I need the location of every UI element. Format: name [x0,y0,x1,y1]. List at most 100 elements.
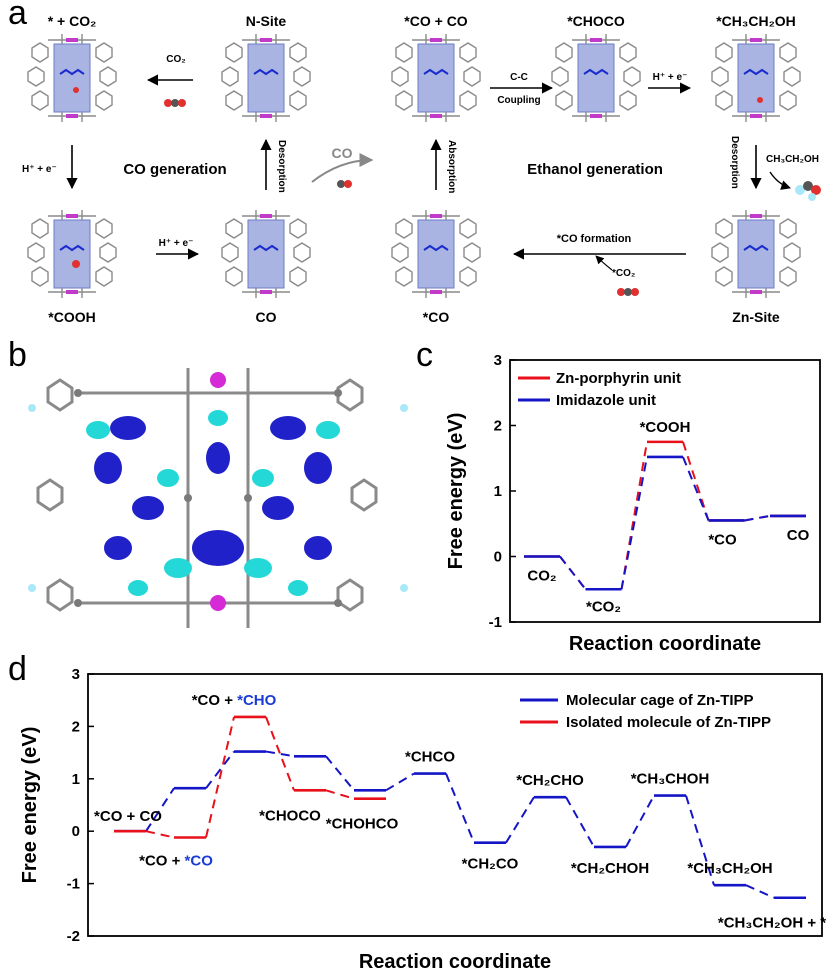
state-label: *CH₂CHO [516,772,584,789]
panel-letter-d: d [8,650,27,688]
series-d-0-connector [625,795,655,848]
state-label-n-site: N-Site [246,13,287,29]
y-tick-label: 1 [72,771,80,788]
state-label-co-co: *CO + CO [404,13,468,29]
panel-letter-b: b [8,336,27,374]
state-label-prefix: *CO + [139,852,184,869]
series-d-1-connector [325,789,355,800]
series-d-1-connector [205,716,235,838]
y-axis-label: Free energy (eV) [19,727,41,884]
series-d-0-connector [205,750,235,789]
series-d-0-connector [505,796,535,844]
state-label-cooh: *COOH [48,309,95,325]
panel-a-scheme: * + CO₂ N-Site *CO + CO *CHOCO *CH₃CH₂OH… [22,13,821,325]
co-molecule-icon [337,180,352,188]
series-d-0-connector [385,772,415,792]
co2-molecule-icon [617,288,639,296]
series-d-1-connector [145,830,175,839]
state-label-ethanol: *CH₃CH₂OH [716,13,796,29]
y-tick-label: -1 [67,876,80,893]
state-label: CO₂ [527,568,556,585]
series-c-1-connector [682,456,710,521]
state-label-choco: *CHOCO [567,13,625,29]
co-formation-label: *CO formation [557,233,632,245]
arrow-label-co2: CO₂ [166,54,185,65]
state-label: *CHOHCO [326,816,399,833]
cage-structure-icon [551,33,641,123]
series-c-1-connector [744,514,771,522]
panel-letter-a: a [8,0,27,32]
y-tick-label: 0 [72,823,80,840]
state-label-prefix: *CO + [192,692,237,709]
legend-label: Zn-porphyrin unit [556,370,681,387]
cage-structure-icon [27,33,117,123]
arrow-label-proton-electron-1: H⁺ + e⁻ [22,164,57,175]
x-axis-label: Reaction coordinate [569,633,761,652]
series-c-1-connector [559,555,587,590]
state-label-highlight: *CO [185,852,214,869]
arrow-label-proton-electron-3: H⁺ + e⁻ [653,72,688,83]
series-c-0-connector [620,441,648,590]
arrow-label-desorption-1: Desorption [276,140,287,193]
state-label: *CH₃CHOH [631,771,710,788]
legend-label: Isolated molecule of Zn-TIPP [566,714,771,731]
state-label: *CO₂ [586,598,621,615]
cage-structure-icon [711,33,801,123]
cage-structure-icon [391,209,481,299]
legend-label: Molecular cage of Zn-TIPP [566,692,754,709]
series-c-0-connector [682,441,710,521]
state-label: CO [787,527,810,544]
state-label-co2-star: * + CO₂ [48,13,97,29]
series-d-0-connector [265,750,295,758]
cage-structure-icon [711,209,801,299]
series-d-0-connector [445,773,475,844]
arrow-label-proton-electron-2: H⁺ + e⁻ [159,238,194,249]
y-tick-label: -1 [489,614,502,631]
state-label-highlight: *CHO [237,692,277,709]
series-d-0-connector [685,795,715,886]
state-label: *COOH [640,419,691,436]
co2-in-label: *CO₂ [612,268,635,279]
co-curve-label: CO [332,145,353,161]
series-d-1-connector [265,716,295,791]
x-axis-label: Reaction coordinate [359,951,551,973]
state-label: *CHOCO [259,807,321,824]
ethanol-generation-title: Ethanol generation [527,161,663,178]
state-label-zn-site: Zn-Site [732,309,780,325]
cage-structure-icon [391,33,481,123]
legend-label: Imidazole unit [556,392,656,409]
series-d-0-connector [325,755,355,791]
state-label: *CH₂CHOH [571,860,649,877]
panel-letter-c: c [416,336,433,374]
co2-molecule-icon [164,99,186,107]
series-d-0-connector [145,787,175,832]
state-label: *CHCO [405,749,455,766]
plot-frame [87,673,823,937]
arrow-label-desorption-2: Desorption [729,136,740,189]
y-tick-label: 0 [494,549,502,566]
y-tick-label: 3 [494,352,502,369]
state-label-co-star: *CO [423,309,450,325]
cage-structure-icon [221,33,311,123]
cage-structure-icon [27,209,117,299]
y-tick-label: 2 [72,718,80,735]
y-tick-label: 3 [72,666,80,683]
panel-b-charge-density [28,368,408,628]
series-d-0-connector [565,796,595,848]
arrow-label-cc: C-C [510,72,528,83]
state-label: *CO + CO [94,808,162,825]
state-label: *CO [708,531,737,548]
ethanol-out-label: CH₃CH₂OH [766,154,819,165]
cage-structure-icon [221,209,311,299]
arrow-label-absorption: Absorption [446,140,457,193]
co-generation-title: CO generation [123,161,226,178]
arrow-label-coupling: Coupling [497,95,540,106]
state-label-co: CO [256,309,277,325]
state-label: *CH₂CO [462,856,519,873]
state-label: *CH₃CH₂OH [687,860,772,877]
ethanol-molecule-icon [795,181,821,201]
series-d-0-connector [745,884,775,899]
state-label: *CO + *CO [139,852,213,869]
